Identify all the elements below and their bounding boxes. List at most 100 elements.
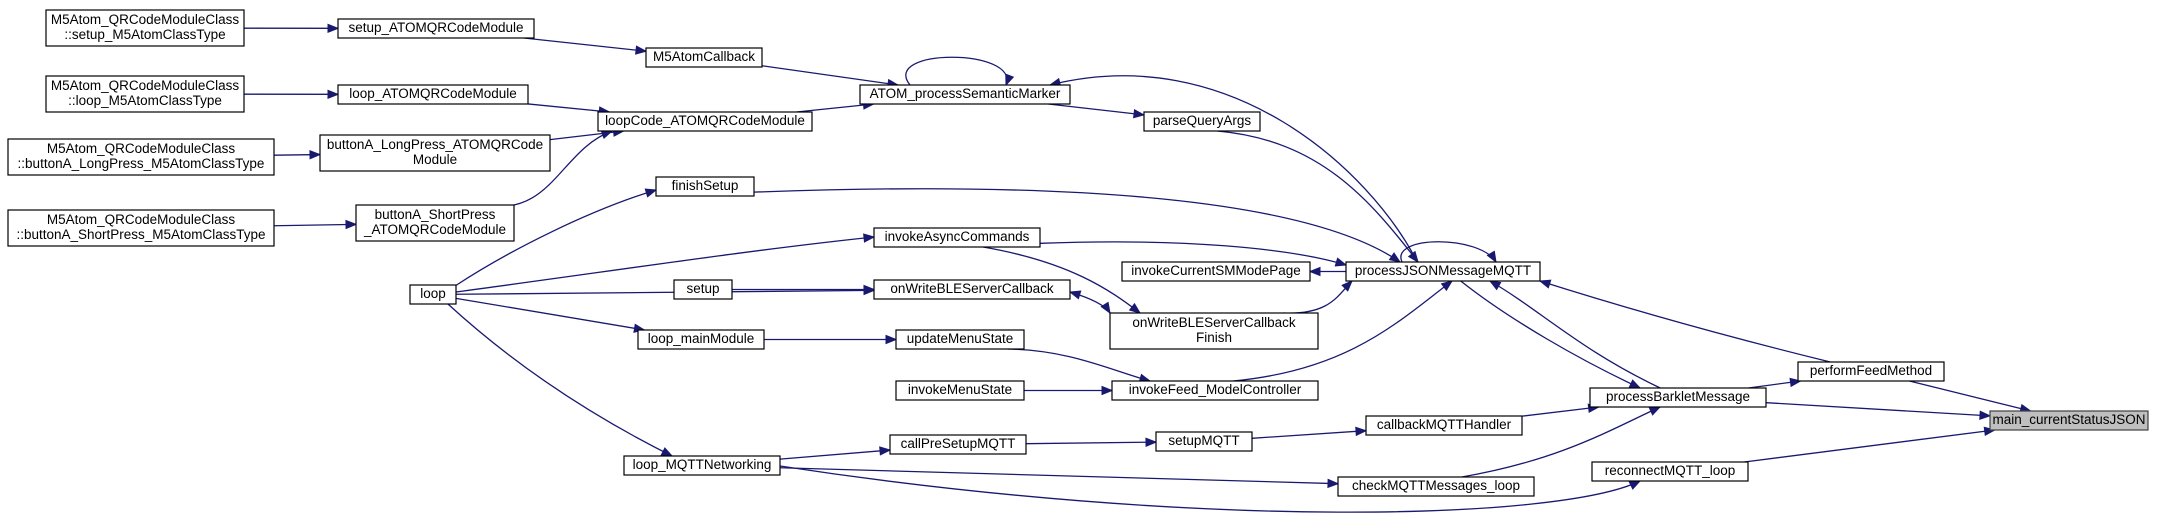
node-label: callPreSetupMQTT [901, 436, 1016, 451]
edge-n26-to-n25 [1748, 377, 1802, 389]
node-box [1337, 476, 1535, 497]
node-label: ::loop_M5AtomClassType [68, 93, 222, 108]
function-node-m5atom-qrcodemoduleclass-loop-m5atomclasstype[interactable]: M5Atom_QRCodeModuleClass::loop_M5AtomCla… [45, 75, 245, 113]
node-label: loopCode_ATOMQRCodeModule [605, 113, 805, 128]
function-node-m5atom-qrcodemoduleclass-buttona-shortpress-m5atomclasstype[interactable]: M5Atom_QRCodeModuleClass::buttonA_ShortP… [7, 209, 275, 247]
node-label: buttonA_ShortPress [375, 207, 496, 222]
edge-n25-to-n20 [1538, 279, 1831, 363]
node-box [655, 176, 755, 197]
node-label: M5Atom_QRCodeModuleClass [47, 141, 236, 156]
node-box [645, 47, 763, 68]
function-node-invokecurrentsmmodepage[interactable]: invokeCurrentSMModePage [1121, 261, 1311, 282]
function-node-setup-atomqrcodemodule[interactable]: setup_ATOMQRCodeModule [337, 18, 535, 39]
node-box [623, 455, 781, 476]
function-node-m5atom-qrcodemoduleclass-setup-m5atomclasstype[interactable]: M5Atom_QRCodeModuleClass::setup_M5AtomCl… [45, 9, 245, 47]
function-node-loop-atomqrcodemodule[interactable]: loop_ATOMQRCodeModule [337, 84, 529, 105]
arrow-head [1334, 257, 1348, 267]
edge-n27-to-n26 [1521, 403, 1600, 417]
function-node-invokefeed-modelcontroller[interactable]: invokeFeed_ModelController [1111, 380, 1319, 401]
node-box [1365, 415, 1523, 436]
node-label: finishSetup [672, 178, 739, 193]
function-node-loopcode-atomqrcodemodule[interactable]: loopCode_ATOMQRCodeModule [597, 111, 813, 132]
edge-n20-to-n12 [1048, 75, 1418, 263]
node-label: loop_mainModule [648, 331, 755, 346]
function-node-atom-processsemanticmarker[interactable]: ATOM_processSemanticMarker [859, 84, 1071, 105]
arrow-head [1145, 437, 1158, 447]
function-node-callpresetupmqtt[interactable]: callPreSetupMQTT [889, 434, 1027, 455]
arrow-head [1128, 302, 1142, 314]
node-label: invokeFeed_ModelController [1129, 382, 1302, 397]
function-node-main-currentstatusjson: main_currentStatusJSON [1989, 410, 2149, 431]
function-node-m5atomcallback[interactable]: M5AtomCallback [645, 47, 763, 68]
arrow-head [1100, 301, 1111, 315]
arrow-head [327, 89, 340, 100]
arrow-head [600, 130, 614, 140]
function-node-checkmqttmessages-loop[interactable]: checkMQTTMessages_loop [1337, 476, 1535, 497]
node-box [45, 9, 245, 47]
function-node-m5atom-qrcodemoduleclass-buttona-longpress-m5atomclasstype[interactable]: M5Atom_QRCodeModuleClass::buttonA_LongPr… [7, 138, 275, 176]
function-node-callbackmqtthandler[interactable]: callbackMQTTHandler [1365, 415, 1523, 436]
function-node-reconnectmqtt-loop[interactable]: reconnectMQTT_loop [1591, 461, 1749, 482]
node-label: M5Atom_QRCodeModuleClass [51, 12, 240, 27]
function-node-buttona-shortpress-atomqrcodemodule[interactable]: buttonA_ShortPress_ATOMQRCodeModule [355, 204, 515, 242]
edge-n13-to-n20 [1217, 130, 1419, 264]
edge-n24-to-n20 [1233, 280, 1454, 382]
function-node-performfeedmethod[interactable]: performFeedMethod [1797, 361, 1945, 382]
function-node-updatemenustate[interactable]: updateMenuState [895, 329, 1025, 350]
node-box [1797, 361, 1945, 382]
function-node-processjsonmessagemqtt[interactable]: processJSONMessageMQTT [1345, 261, 1541, 282]
edge-n29-to-n27 [1251, 426, 1368, 439]
edge-n21-to-n22 [764, 334, 898, 345]
arrow-head [879, 446, 892, 456]
arrow-head [660, 447, 674, 457]
arrow-head [1648, 406, 1662, 416]
node-box [673, 279, 733, 300]
edge-n12-to-n13 [1048, 103, 1146, 119]
node-label: onWriteBLEServerCallback [1132, 315, 1296, 330]
node-label: _ATOMQRCodeModule [363, 222, 506, 237]
edge-n20-to-n16 [1308, 266, 1346, 277]
function-node-processbarkletmessage[interactable]: processBarkletMessage [1589, 387, 1767, 408]
arrow-head [345, 219, 358, 230]
edge-n9-to-n18 [455, 285, 876, 296]
node-label: updateMenuState [907, 331, 1014, 346]
node-label: loop_ATOMQRCodeModule [349, 86, 517, 101]
arrow-head [863, 233, 876, 243]
arrow-head [309, 149, 322, 160]
node-box [1143, 111, 1261, 132]
function-node-invokeasynccommands[interactable]: invokeAsyncCommands [873, 227, 1041, 248]
function-node-loop-mainmodule[interactable]: loop_mainModule [637, 329, 765, 350]
edge-n9-to-n21 [455, 297, 646, 333]
function-node-onwritebleservercallback[interactable]: onWriteBLEServerCallback [873, 279, 1071, 300]
node-box [1345, 261, 1541, 282]
edge-n28-to-n29 [1025, 437, 1158, 447]
node-label: ATOM_processSemanticMarker [870, 86, 1061, 101]
node-box [1121, 261, 1311, 282]
edge-n9-to-n15 [455, 233, 876, 293]
edge-n18-to-n19 [1068, 290, 1111, 315]
arrow-head [1488, 280, 1502, 291]
node-box [873, 279, 1071, 300]
function-node-loop-mqttnetworking[interactable]: loop_MQTTNetworking [623, 455, 781, 476]
edge-n30-to-n28 [779, 446, 892, 460]
node-label: ::setup_M5AtomClassType [64, 27, 225, 42]
function-node-parsequeryargs[interactable]: parseQueryArgs [1143, 111, 1261, 132]
arrow-head [1005, 73, 1015, 87]
arrow-head [1341, 280, 1353, 292]
node-label: M5Atom_QRCodeModuleClass [47, 212, 236, 227]
function-node-loop[interactable]: loop [409, 284, 457, 305]
node-box [7, 209, 275, 247]
node-label: checkMQTTMessages_loop [1352, 478, 1520, 493]
node-box [45, 75, 245, 113]
function-node-finishsetup[interactable]: finishSetup [655, 176, 755, 197]
function-node-invokemenustate[interactable]: invokeMenuState [895, 380, 1025, 401]
function-node-setupmqtt[interactable]: setupMQTT [1155, 431, 1253, 452]
function-node-buttona-longpress-atomqrcode-module[interactable]: buttonA_LongPress_ATOMQRCodeModule [319, 134, 551, 172]
node-box [1591, 461, 1749, 482]
function-node-setup[interactable]: setup [673, 279, 733, 300]
arrow-head [1068, 290, 1082, 300]
node-label: loop_MQTTNetworking [633, 457, 772, 472]
node-label: processBarkletMessage [1606, 389, 1750, 404]
arrow-head [1327, 478, 1340, 489]
